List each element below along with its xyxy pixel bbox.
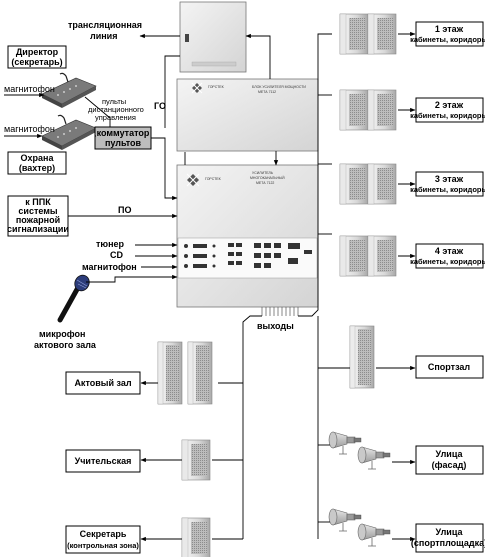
tape-recorder-label-2: магнитофон — [4, 124, 55, 134]
zone-secretary-subtitle: (контрольная зона) — [67, 541, 139, 550]
svg-text:ГОРСТЕК: ГОРСТЕК — [205, 177, 222, 181]
bottom-unit-text-3: МЕТА 7122 — [256, 181, 274, 185]
zone-street-facade-title: Улица — [436, 449, 464, 459]
output-wires — [261, 307, 299, 316]
bottom-unit: ГОРСТЕК УСИЛИТЕЛЬ МНОГОКАНАЛЬНЫЙ МЕТА 71… — [176, 164, 319, 308]
go-label: ГО — [154, 101, 166, 111]
zone-street-facade: Улица (фасад) — [318, 431, 484, 475]
microphone-label-2: актового зала — [34, 340, 97, 350]
broadcast-line-label-2: линия — [90, 31, 117, 41]
floor-3-title: 3 этаж — [435, 174, 464, 184]
fire-alarm-label-2: системы — [18, 206, 57, 216]
tape-recorder-label-1: магнитофон — [4, 84, 55, 94]
floor-4: 4 этаж кабинеты, коридоры — [339, 235, 485, 277]
floor-2-title: 2 этаж — [435, 100, 464, 110]
security-console — [41, 114, 97, 150]
fire-alarm-label-4: сигнализации — [7, 224, 69, 234]
top-unit — [179, 1, 247, 73]
middle-unit: ГОРСТЕК БЛОК УСИЛИТЕЛЯ МОЩНОСТИ МЕТА 711… — [176, 78, 319, 152]
floor-4-title: 4 этаж — [435, 246, 464, 256]
floor-1: 1 этаж кабинеты, коридоры — [339, 13, 485, 55]
zone-staff-room-title: Учительская — [75, 456, 132, 466]
zone-staff-room: Учительская — [65, 439, 243, 481]
director-label-1: Директор — [16, 47, 59, 57]
zone-secretary: Секретарь (контрольная зона) — [65, 517, 243, 557]
floor-2: 2 этаж кабинеты, коридоры — [339, 89, 485, 131]
middle-unit-text-2: МЕТА 7112 — [258, 90, 276, 94]
zone-assembly-hall: Актовый зал — [65, 341, 243, 405]
security-box — [7, 151, 67, 175]
tape-recorder-label-3: магнитофон — [82, 262, 137, 272]
floor-4-subtitle: кабинеты, коридоры — [410, 257, 485, 266]
switch-box-label-2: пультов — [105, 138, 142, 148]
floor-1-title: 1 этаж — [435, 24, 464, 34]
floor-1-subtitle: кабинеты, коридоры — [410, 35, 485, 44]
zone-gym-title: Спортзал — [428, 362, 471, 372]
zone-street-sportsground-title: Улица — [436, 527, 464, 537]
remote-panels-label-1: пульты — [102, 97, 126, 106]
middle-unit-text-1: БЛОК УСИЛИТЕЛЯ МОЩНОСТИ — [252, 85, 306, 89]
floor-2-subtitle: кабинеты, коридоры — [410, 111, 485, 120]
svg-text:ГОРСТЕК: ГОРСТЕК — [208, 85, 225, 89]
security-label-1: Охрана — [21, 153, 55, 163]
floor-3-subtitle: кабинеты, коридоры — [410, 185, 485, 194]
floor-3: 3 этаж кабинеты, коридоры — [339, 163, 485, 205]
switch-box-label-1: коммутатор — [97, 128, 150, 138]
fire-alarm-label-1: к ППК — [25, 197, 51, 207]
microphone-label-1: микрофон — [39, 329, 85, 339]
security-label-2: (вахтер) — [19, 163, 55, 173]
remote-panels-label-2: дистанционного — [88, 105, 144, 114]
broadcast-line-label-1: трансляционная — [68, 20, 142, 30]
tuner-label: тюнер — [96, 239, 125, 249]
outputs-label: выходы — [257, 321, 294, 331]
director-label-2: (секретарь) — [11, 57, 62, 67]
zone-street-sportsground-subtitle: (спортплощадка) — [411, 538, 485, 548]
zone-gym: Спортзал — [318, 325, 484, 389]
zone-assembly-hall-title: Актовый зал — [74, 378, 131, 388]
director-console — [41, 72, 97, 108]
microphone-icon — [57, 274, 90, 323]
cd-label: CD — [110, 250, 123, 260]
remote-panels-label-3: управления — [95, 113, 136, 122]
fire-alarm-label-3: пожарной — [16, 215, 60, 225]
director-box — [7, 45, 67, 69]
fire-alarm-box — [7, 195, 69, 237]
bottom-unit-text-2: МНОГОКАНАЛЬНЫЙ — [250, 176, 285, 180]
po-label: ПО — [118, 205, 131, 215]
bottom-unit-text-1: УСИЛИТЕЛЬ — [252, 171, 274, 175]
zone-street-facade-subtitle: (фасад) — [432, 460, 467, 470]
zone-street-sportsground: Улица (спортплощадка) — [318, 508, 485, 553]
zone-secretary-title: Секретарь — [80, 529, 127, 539]
